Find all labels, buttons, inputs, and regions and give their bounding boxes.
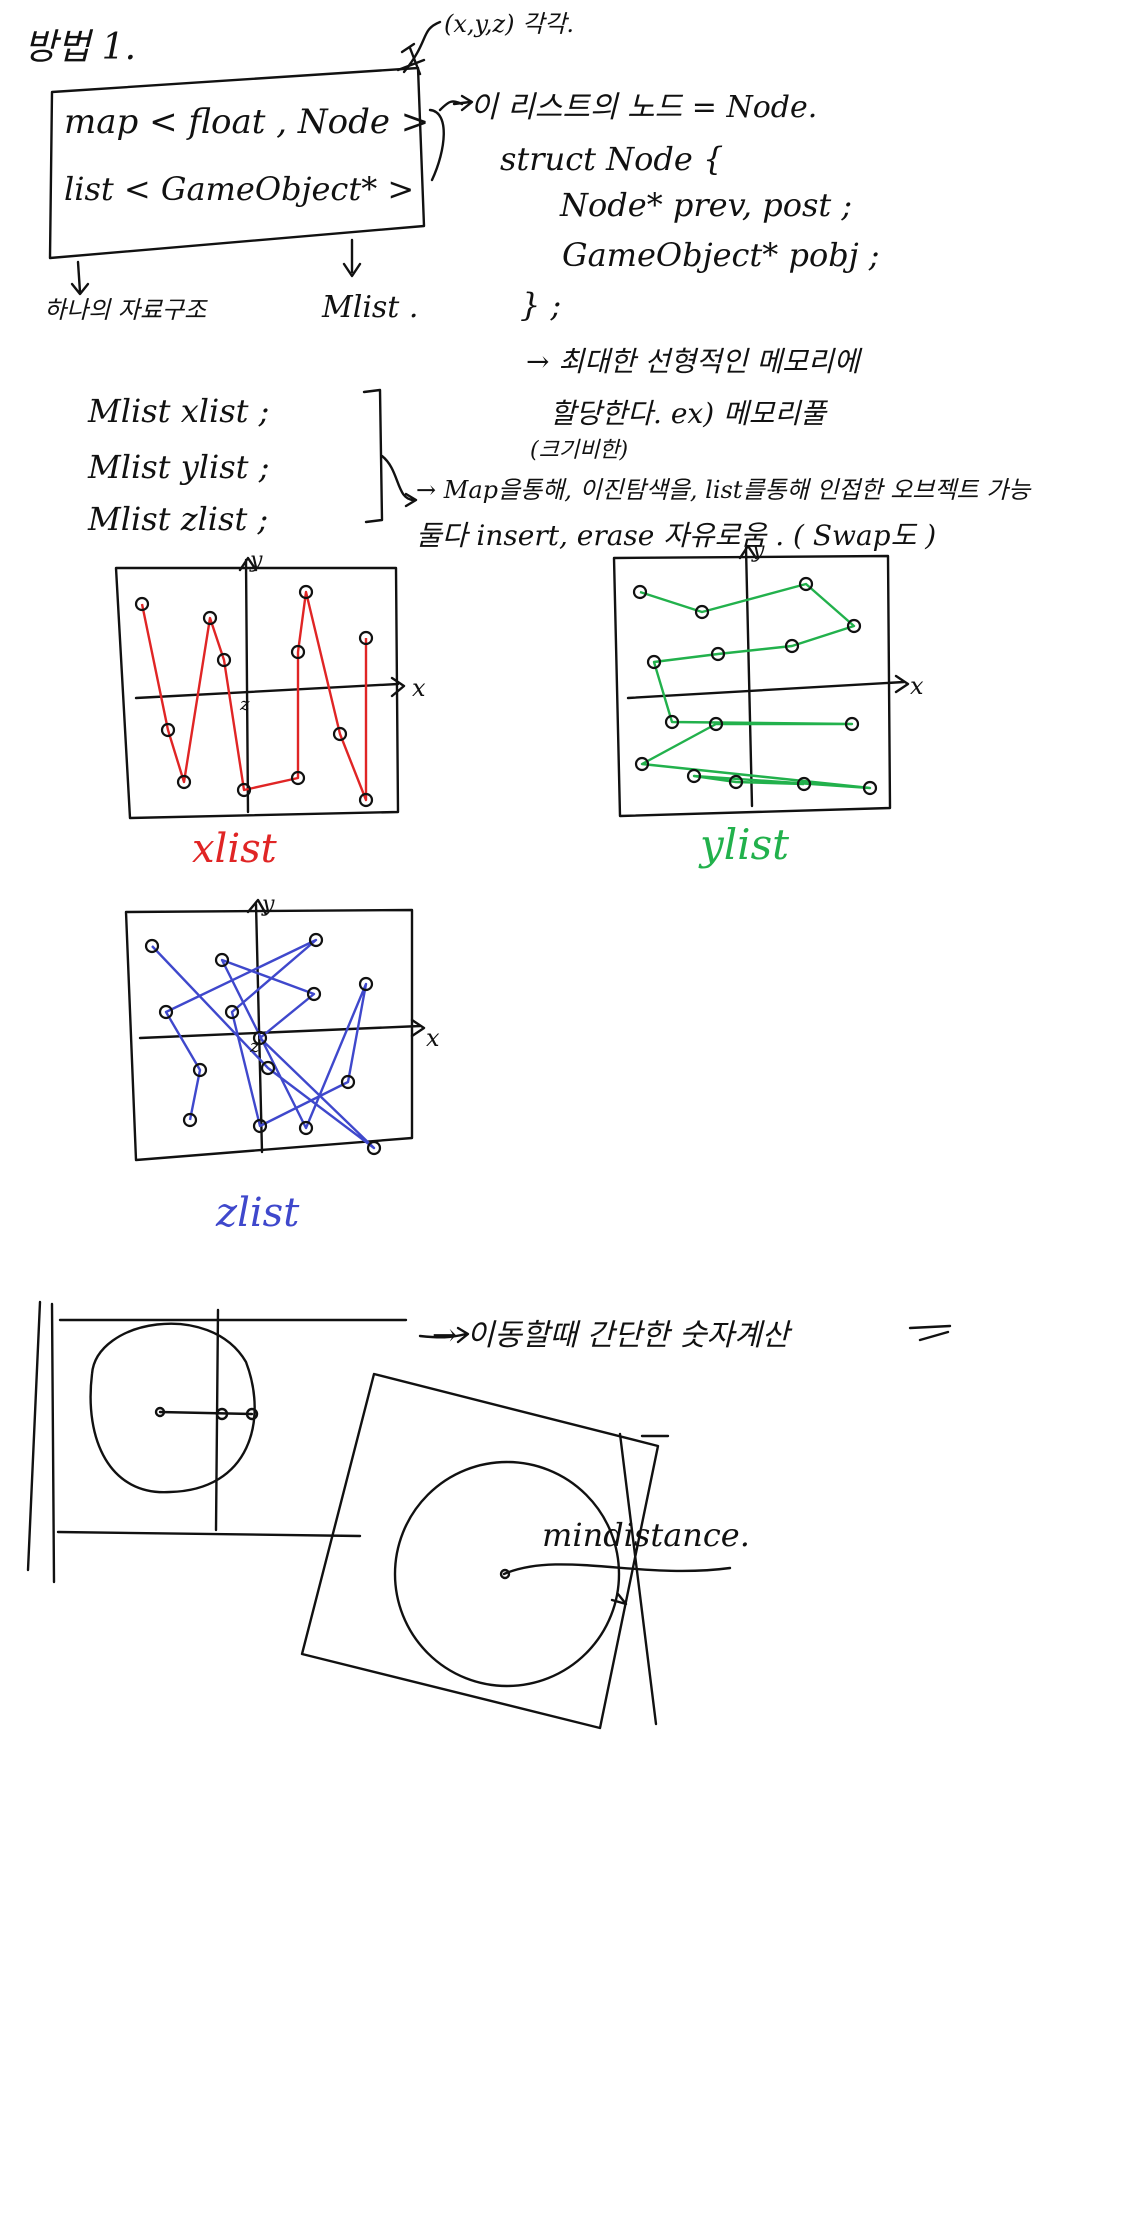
ylist-point [728, 774, 744, 790]
ylist-point [844, 716, 860, 732]
xlist-point [216, 652, 232, 668]
xlist-y-axis-label: y [250, 548, 263, 573]
map-note-2: 둘다 insert, erase 자유로움 . ( Swap도 ) [416, 519, 937, 552]
struct-line-2: Node* prev, post ; [560, 186, 853, 224]
struct-line-1: struct Node { [500, 140, 724, 178]
ylist-point [796, 776, 812, 792]
zlist-point [340, 1074, 356, 1090]
xlist-point [160, 722, 176, 738]
page-title: 방법 1. [24, 27, 137, 68]
struct-line-3: GameObject* pobj ; [562, 236, 880, 274]
ylist-point [646, 654, 662, 670]
zlist-point [260, 1060, 276, 1076]
ylist-point [798, 576, 814, 592]
memory-note-1: → 최대한 선형적인 메모리에 [526, 345, 860, 378]
ylist-point [632, 584, 648, 600]
xlist-point [236, 782, 252, 798]
struct-line-4: } ; [520, 286, 562, 324]
zlist-line [151, 938, 376, 1150]
ylist-point [694, 604, 710, 620]
list-caption: Mlist . [322, 290, 419, 325]
node-note: 이 리스트의 노드 = Node. [470, 90, 818, 125]
xlist-z-label: z [240, 694, 250, 715]
zlist-point [252, 1030, 268, 1046]
zlist-point [358, 976, 374, 992]
zlist-point [144, 938, 160, 954]
xlist-point [298, 584, 314, 600]
xlist-point [290, 770, 306, 786]
ylist-point [686, 768, 702, 784]
ylist-point [708, 716, 724, 732]
ylist-series [632, 576, 878, 796]
ylist-point [784, 638, 800, 654]
zlist-x-axis-label: x [426, 1024, 440, 1052]
map-label: map < float , Node > [64, 102, 430, 142]
zlist-point [214, 952, 230, 968]
xyz-note: (x,y,z) 각각. [444, 10, 574, 38]
bottom-note: → 이동할때 간단한 숫자계산 [432, 1318, 790, 1353]
zlist-point [224, 1004, 240, 1020]
zlist-point [306, 986, 322, 1002]
zlist-point [298, 1120, 314, 1136]
ylist-line [639, 582, 872, 790]
map-caption: 하나의 자료구조 [44, 296, 207, 324]
min-distance-label: mindistance. [542, 1516, 750, 1554]
mlist-z: Mlist zlist ; [88, 500, 269, 538]
zlist-point [158, 1004, 174, 1020]
xlist-graph-label: xlist [192, 826, 277, 872]
ylist-x-axis-label: x [910, 672, 924, 700]
zlist-point [192, 1062, 208, 1078]
zlist-graph-label: zlist [216, 1190, 300, 1236]
mlist-x: Mlist xlist ; [88, 392, 270, 430]
memory-note-3: (크기비한) [530, 438, 629, 463]
zlist-point [366, 1140, 382, 1156]
xlist-x-axis-label: x [412, 674, 426, 702]
ylist-graph-label: ylist [700, 820, 790, 869]
zlist-series [144, 932, 382, 1156]
xlist-line [140, 590, 368, 802]
ylist-point [862, 780, 878, 796]
zlist-point [308, 932, 324, 948]
xlist-series [134, 584, 374, 808]
ylist-point [710, 646, 726, 662]
xlist-point [290, 644, 306, 660]
xlist-point [332, 726, 348, 742]
mlist-y: Mlist ylist ; [88, 448, 270, 486]
xlist-point [358, 630, 374, 646]
map-list-box [48, 66, 426, 260]
ylist-point [634, 756, 650, 772]
zlist-point [252, 1118, 268, 1134]
zlist-point [182, 1112, 198, 1128]
zlist-z-label: z [250, 1036, 260, 1057]
xlist-point [176, 774, 192, 790]
ylist-y-axis-label: y [752, 538, 765, 563]
xlist-point [202, 610, 218, 626]
xlist-point [134, 596, 150, 612]
ylist-point [664, 714, 680, 730]
ylist-point [846, 618, 862, 634]
xlist-point [358, 792, 374, 808]
memory-note-2: 할당한다. ex) 메모리풀 [550, 397, 827, 430]
map-note-1: → Map을통해, 이진탐색을, list를통해 인접한 오브젝트 가능 [416, 476, 1031, 504]
list-label: list < GameObject* > [64, 170, 415, 208]
zlist-y-axis-label: y [262, 892, 275, 917]
